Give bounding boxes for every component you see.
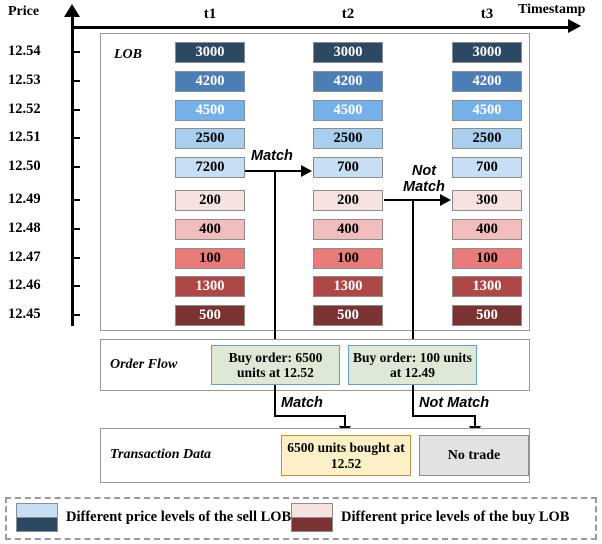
x-axis-line — [71, 26, 571, 29]
match-transaction-connector-drop — [344, 415, 347, 428]
timestamp-label-t2: t2 — [341, 6, 355, 22]
timestamp-label-t1: t1 — [203, 6, 217, 22]
lob-cell-t2-12.46[interactable]: 1300 — [313, 276, 383, 297]
lob-cell-t1-12.47[interactable]: 100 — [175, 248, 245, 269]
price-tick-mark — [71, 137, 80, 139]
price-tick-label: 12.48 — [8, 220, 41, 236]
lob-cell-t3-12.49[interactable]: 300 — [452, 190, 522, 211]
lob-cell-t1-12.54[interactable]: 3000 — [175, 42, 245, 63]
price-tick-mark — [71, 314, 80, 316]
order-flow-panel-label: Order Flow — [110, 357, 178, 372]
price-tick-label: 12.54 — [8, 43, 41, 59]
price-tick-label: 12.51 — [8, 129, 41, 145]
timestamp-axis-label: Timestamp — [518, 2, 586, 17]
transaction-panel-label: Transaction Data — [110, 447, 211, 462]
no-trade-result-box[interactable]: No trade — [419, 435, 529, 476]
match-transaction-label: Match — [281, 395, 323, 411]
timestamp-label-t3: t3 — [480, 6, 494, 22]
lob-cell-t2-12.52[interactable]: 4500 — [313, 100, 383, 121]
lob-cell-t3-12.46[interactable]: 1300 — [452, 276, 522, 297]
lob-cell-t3-12.48[interactable]: 400 — [452, 219, 522, 240]
lob-cell-t2-12.49[interactable]: 200 — [313, 190, 383, 211]
price-tick-label: 12.45 — [8, 306, 41, 322]
price-tick-mark — [71, 285, 80, 287]
price-tick-mark — [71, 80, 80, 82]
legend-item: Different price levels of the buy LOB — [291, 503, 569, 532]
price-tick-mark — [71, 257, 80, 259]
lob-cell-t3-12.47[interactable]: 100 — [452, 248, 522, 269]
match-transaction-connector-vertical — [274, 385, 277, 417]
lob-cell-t2-12.54[interactable]: 3000 — [313, 42, 383, 63]
legend-swatch-icon — [291, 503, 333, 532]
lob-cell-t2-12.51[interactable]: 2500 — [313, 128, 383, 149]
x-axis-arrow-icon — [568, 19, 581, 33]
lob-cell-t1-12.50[interactable]: 7200 — [175, 157, 245, 178]
price-tick-mark — [71, 228, 80, 230]
lob-cell-t3-12.45[interactable]: 500 — [452, 305, 522, 326]
lob-cell-t1-12.52[interactable]: 4500 — [175, 100, 245, 121]
not-match-transaction-label: Not Match — [419, 395, 490, 411]
lob-panel-label: LOB — [114, 47, 142, 62]
lob-cell-t1-12.45[interactable]: 500 — [175, 305, 245, 326]
price-tick-label: 12.46 — [8, 277, 41, 293]
not-match-lob-label: Not Match — [403, 163, 445, 195]
lob-cell-t1-12.48[interactable]: 400 — [175, 219, 245, 240]
order-box-2[interactable]: Buy order: 100 units at 12.49 — [348, 345, 477, 385]
lob-cell-t3-12.51[interactable]: 2500 — [452, 128, 522, 149]
lob-cell-t3-12.54[interactable]: 3000 — [452, 42, 522, 63]
legend-label: Different price levels of the sell LOB — [66, 509, 292, 525]
price-tick-mark — [71, 166, 80, 168]
legend-label: Different price levels of the buy LOB — [341, 509, 570, 525]
match-connector-vertical — [274, 170, 277, 347]
price-tick-label: 12.53 — [8, 72, 41, 88]
lob-cell-t2-12.47[interactable]: 100 — [313, 248, 383, 269]
price-tick-mark — [71, 109, 80, 111]
price-tick-mark — [71, 199, 80, 201]
price-tick-label: 12.52 — [8, 101, 41, 117]
lob-cell-t3-12.53[interactable]: 4200 — [452, 71, 522, 92]
lob-cell-t3-12.52[interactable]: 4500 — [452, 100, 522, 121]
price-tick-label: 12.47 — [8, 249, 41, 265]
y-axis-arrow-icon — [64, 4, 80, 17]
lob-cell-t2-12.53[interactable]: 4200 — [313, 71, 383, 92]
match-arrow-icon — [301, 165, 312, 177]
price-axis-label: Price — [8, 4, 40, 19]
legend-item: Different price levels of the sell LOB — [16, 503, 291, 532]
lob-cell-t3-12.50[interactable]: 700 — [452, 157, 522, 178]
order-box-1[interactable]: Buy order: 6500 units at 12.52 — [211, 345, 340, 385]
not-match-connector-vertical — [412, 199, 415, 347]
not-match-arrow-icon — [440, 194, 451, 206]
price-tick-label: 12.49 — [8, 191, 41, 207]
price-tick-label: 12.50 — [8, 158, 41, 174]
y-axis-line — [71, 14, 74, 326]
lob-cell-t1-12.51[interactable]: 2500 — [175, 128, 245, 149]
price-tick-mark — [71, 51, 80, 53]
match-transaction-connector-horizontal — [274, 415, 346, 418]
no-trade-connector-horizontal — [412, 415, 476, 418]
lob-cell-t1-12.46[interactable]: 1300 — [175, 276, 245, 297]
legend-swatch-icon — [16, 503, 58, 532]
lob-cell-t2-12.45[interactable]: 500 — [313, 305, 383, 326]
lob-cell-t1-12.49[interactable]: 200 — [175, 190, 245, 211]
no-trade-connector-vertical — [412, 385, 415, 417]
no-trade-connector-drop — [474, 415, 477, 428]
lob-cell-t2-12.50[interactable]: 700 — [313, 157, 383, 178]
trade-result-box[interactable]: 6500 units bought at 12.52 — [281, 435, 411, 476]
lob-cell-t2-12.48[interactable]: 400 — [313, 219, 383, 240]
match-lob-label: Match — [251, 148, 293, 164]
lob-cell-t1-12.53[interactable]: 4200 — [175, 71, 245, 92]
